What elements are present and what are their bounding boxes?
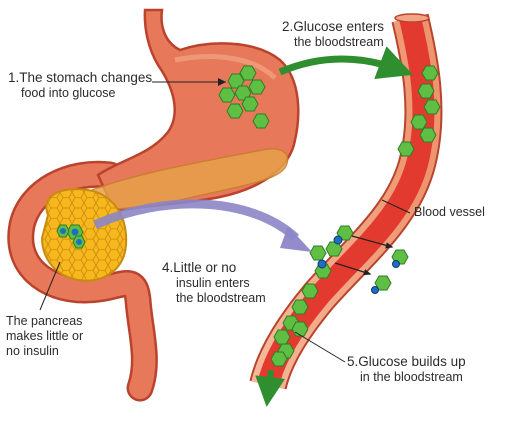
label-step5: 5.Glucose builds up in the bloodstream: [347, 354, 466, 385]
insulin-molecule: [333, 235, 343, 245]
step5-line2: in the bloodstream: [360, 370, 463, 384]
label-blood-vessel: Blood vessel: [414, 205, 485, 220]
stomach-glucose: [218, 65, 270, 129]
insulin-cell: [56, 224, 70, 238]
insulin-molecule: [392, 260, 400, 268]
step4-line1: Little or no: [173, 260, 237, 275]
label-pancreas: The pancreas makes little or no insulin: [6, 314, 83, 359]
glucose-outflow-arrow: [255, 369, 286, 407]
blood-vessel-text: Blood vessel: [414, 205, 485, 219]
step4-line2: insulin enters: [176, 276, 250, 290]
step1-number: 1.: [8, 70, 20, 85]
label-step4: 4.Little or no insulin enters the bloods…: [162, 260, 266, 306]
insulin-molecule: [317, 259, 327, 269]
step4-line3: the bloodstream: [176, 291, 266, 305]
pancreas-line2: makes little or: [6, 329, 84, 343]
pointer-step5: [294, 331, 346, 363]
step1-line2: food into glucose: [21, 86, 116, 100]
pointer-pancreas: [39, 261, 61, 311]
insulin-cell: [72, 235, 86, 249]
step5-number: 5.: [347, 354, 359, 369]
insulin-arrow: [93, 199, 300, 242]
pointer-blood-vessel: [381, 199, 411, 214]
glucose-exit-arrow: [334, 262, 372, 276]
step2-line1: Glucose enters: [293, 19, 385, 34]
pancreas-line3: no insulin: [6, 344, 59, 358]
label-step1: 1.The stomach changes food into glucose: [8, 70, 152, 101]
glucose-arrow: [278, 46, 414, 80]
step5-line1: Glucose builds up: [358, 354, 466, 369]
glucose-exit-arrow: [351, 235, 394, 249]
step2-line2: the bloodstream: [294, 35, 384, 49]
label-step2: 2.Glucose enters the bloodstream: [282, 19, 384, 50]
pancreas-line1: The pancreas: [6, 314, 83, 328]
vessel-glucose: [270, 65, 441, 367]
insulin-molecule: [371, 286, 379, 294]
step4-number: 4.: [162, 260, 174, 275]
step2-number: 2.: [282, 19, 294, 34]
step1-line1: The stomach changes: [19, 70, 153, 85]
